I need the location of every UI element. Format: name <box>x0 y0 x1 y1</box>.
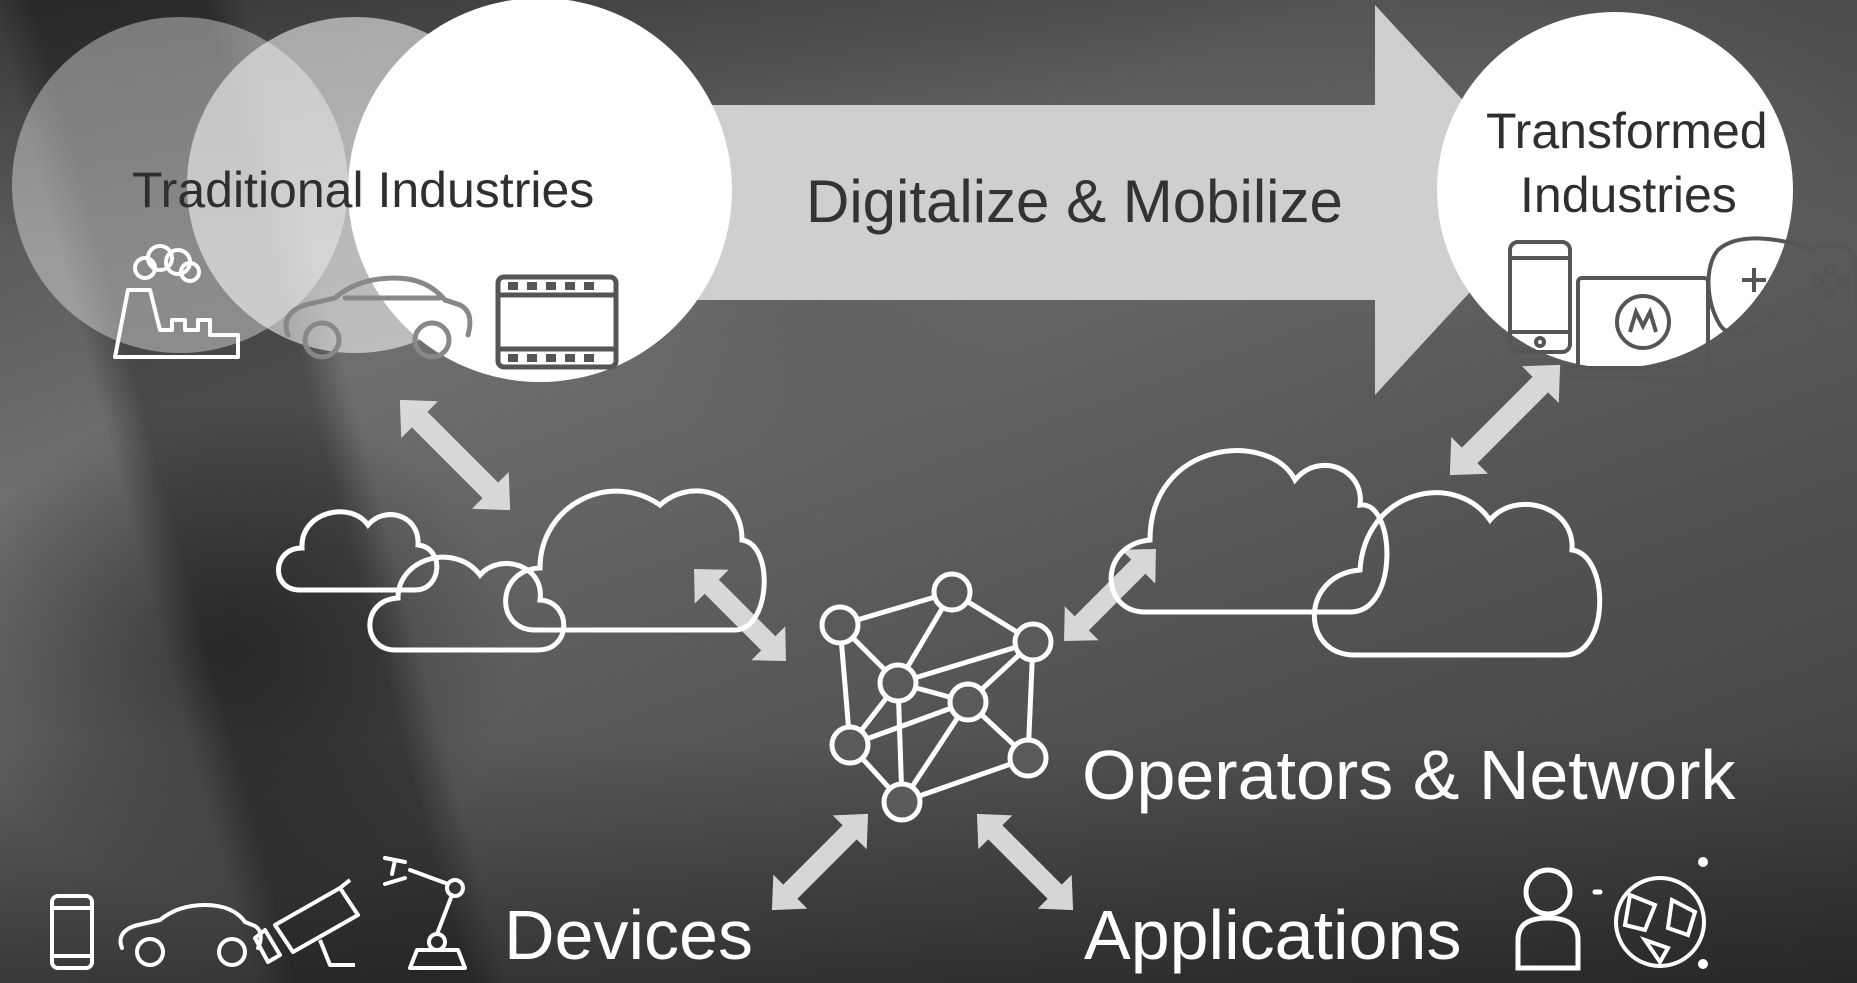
traditional-industries-label: Traditional Industries <box>132 162 595 218</box>
digitalize-mobilize-label: Digitalize & Mobilize <box>806 168 1343 235</box>
factory-icon <box>113 244 240 359</box>
cloud-cluster-left-icon <box>276 488 767 653</box>
arrow-network-devices <box>771 813 869 911</box>
cloud-cluster-right-icon <box>1108 448 1603 658</box>
arrow-rightcloud-network <box>1064 549 1156 641</box>
device-phone-icon <box>50 894 94 970</box>
device-camera-icon <box>253 878 360 967</box>
smartphone-icon <box>1508 240 1572 354</box>
arrow-traditional-cloud <box>399 399 511 511</box>
person-icon <box>1515 867 1603 971</box>
traditional-circle-3 <box>348 0 732 382</box>
globe-icon <box>1614 857 1708 969</box>
arrow-leftcloud-network <box>694 569 786 661</box>
transformed-industries-label-line1: Transformed <box>1486 103 1768 159</box>
car-icon <box>283 275 473 360</box>
arrows <box>399 364 1561 911</box>
gamepad-icon <box>1706 236 1857 339</box>
digitalize-arrow <box>600 5 1555 395</box>
devices-label: Devices <box>504 896 753 974</box>
device-car-icon <box>118 902 263 967</box>
laptop-icon <box>1561 276 1724 380</box>
transformed-industries-label-line2: Industries <box>1520 167 1737 223</box>
device-robot-arm-icon <box>383 856 467 970</box>
applications-label: Applications <box>1084 896 1462 974</box>
arrow-transformed-cloud <box>1449 364 1561 476</box>
arrow-network-applications <box>976 813 1074 911</box>
operators-network-label: Operators & Network <box>1082 736 1736 814</box>
network-mesh-icon <box>819 571 1054 823</box>
film-strip-icon <box>495 274 619 370</box>
